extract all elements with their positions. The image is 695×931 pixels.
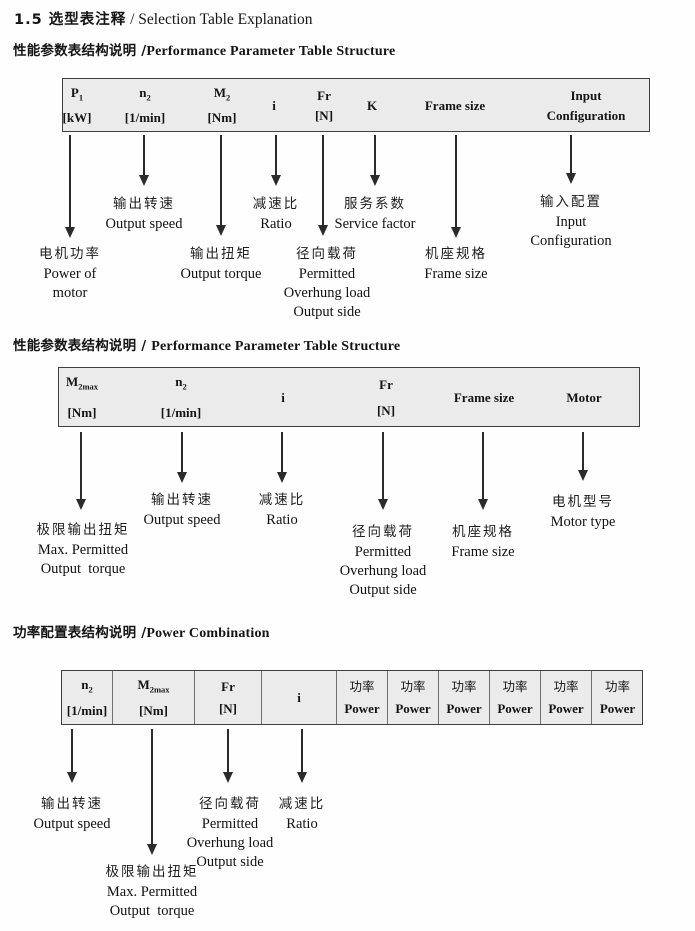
arrow bbox=[71, 729, 73, 773]
column-header-frame-size: Frame size bbox=[453, 389, 515, 405]
callout-service-factor: 服务系数 Service factor bbox=[334, 196, 416, 232]
column-header-fr: Fr[N] bbox=[195, 671, 262, 724]
arrow bbox=[455, 135, 457, 228]
column-header-p1: P1[kW] bbox=[62, 84, 92, 126]
arrow bbox=[322, 135, 324, 226]
callout-output-speed: 输出转速 Output speed bbox=[105, 196, 183, 232]
callout-output-speed: 输出转速 Output speed bbox=[143, 492, 221, 528]
page-title-en: / Selection Table Explanation bbox=[126, 11, 313, 28]
callout-overhung-load: 径向载荷 Permitted Overhung load Output side bbox=[283, 246, 371, 320]
arrow bbox=[281, 432, 283, 473]
column-header-k: K bbox=[366, 97, 378, 113]
section1-heading: 性能参数表结构说明 /Performance Parameter Table S… bbox=[13, 43, 396, 59]
callout-ratio: 减速比 Ratio bbox=[252, 196, 300, 232]
column-header-frame-size: Frame size bbox=[424, 97, 486, 113]
column-header-fr: Fr[N] bbox=[314, 87, 334, 123]
arrow bbox=[181, 432, 183, 473]
arrow bbox=[382, 432, 384, 500]
column-header-i: i bbox=[272, 97, 276, 113]
arrow bbox=[220, 135, 222, 226]
column-header-m2max: M2max[Nm] bbox=[65, 373, 99, 421]
column-header-n2: n2[1/min] bbox=[160, 373, 202, 421]
callout-output-torque: 输出扭矩 Output torque bbox=[180, 246, 262, 282]
section3-heading: 功率配置表结构说明 /Power Combination bbox=[13, 625, 270, 641]
column-header-i: i bbox=[262, 671, 337, 724]
arrow bbox=[582, 432, 584, 471]
page-title-zh: 1.5 选型表注释 bbox=[14, 12, 127, 28]
arrow bbox=[151, 729, 153, 845]
arrow bbox=[482, 432, 484, 500]
callout-max-permitted-output-torque: 极限输出扭矩 Max. Permitted Output torque bbox=[105, 864, 199, 919]
arrow bbox=[143, 135, 145, 176]
callout-frame-size: 机座规格 Frame size bbox=[424, 246, 488, 282]
callout-output-speed: 输出转速 Output speed bbox=[33, 796, 111, 832]
page-title: 1.5 选型表注释 / Selection Table Explanation bbox=[14, 8, 313, 29]
column-header-motor: Motor bbox=[566, 389, 602, 405]
arrow bbox=[301, 729, 303, 773]
arrow bbox=[69, 135, 71, 228]
column-header-i: i bbox=[281, 389, 285, 405]
column-header-fr: Fr[N] bbox=[376, 376, 396, 418]
arrow bbox=[275, 135, 277, 176]
callout-frame-size: 机座规格 Frame size bbox=[451, 524, 515, 560]
callout-overhung-load: 径向载荷 Permitted Overhung load Output side bbox=[186, 796, 274, 870]
performance-table-1: P1[kW] n2[1/min] M2[Nm] i Fr[N] K Frame … bbox=[62, 78, 650, 132]
section2-heading: 性能参数表结构说明 / Performance Parameter Table … bbox=[13, 338, 401, 354]
callout-max-permitted-output-torque: 极限输出扭矩 Max. Permitted Output torque bbox=[36, 522, 130, 577]
arrow bbox=[80, 432, 82, 500]
callout-ratio: 减速比 Ratio bbox=[258, 492, 306, 528]
column-header-m2max: M2max[Nm] bbox=[113, 671, 195, 724]
arrow bbox=[227, 729, 229, 773]
performance-table-2: M2max[Nm] n2[1/min] i Fr[N] Frame size M… bbox=[58, 367, 640, 427]
callout-input-configuration: 输入配置 Input Configuration bbox=[530, 194, 612, 249]
column-header-n2: n2[1/min] bbox=[124, 84, 166, 126]
column-header-n2: n2[1/min] bbox=[62, 671, 113, 724]
callout-motor-type: 电机型号 Motor type bbox=[550, 494, 616, 530]
callout-power-of-motor: 电机功率 Power of motor bbox=[39, 246, 101, 301]
callout-overhung-load: 径向载荷 Permitted Overhung load Output side bbox=[339, 524, 427, 598]
arrow bbox=[570, 135, 572, 174]
arrow bbox=[374, 135, 376, 176]
callout-ratio: 减速比 Ratio bbox=[278, 796, 326, 832]
column-header-m2: M2[Nm] bbox=[207, 84, 237, 126]
